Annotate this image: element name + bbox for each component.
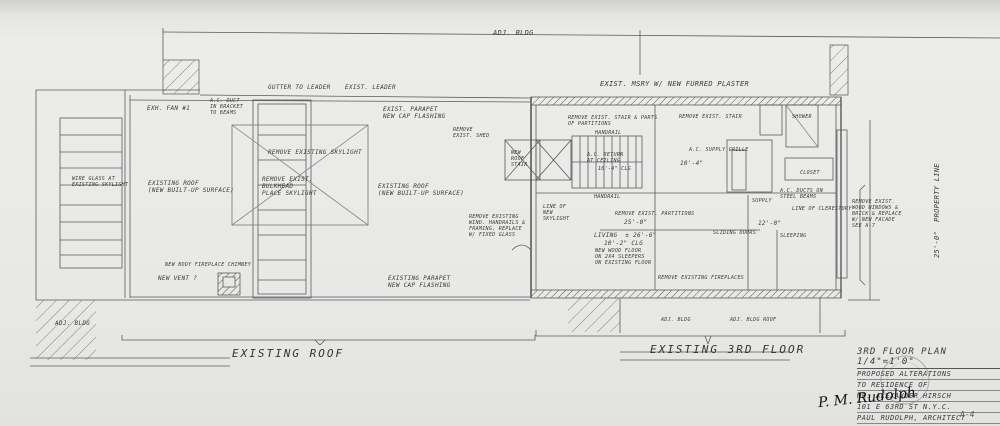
note-gutter-leader: GUTTER TO LEADER xyxy=(268,84,331,91)
note-ac-duct: A.C. DUCT IN BRACKET TO BEAMS xyxy=(210,98,244,116)
note-ac-supply-grille: A.C. SUPPLY GRILLE xyxy=(689,147,749,153)
note-line-of-clerestory: LINE OF CLERESTORY xyxy=(792,206,852,212)
note-shower: SHOWER xyxy=(792,114,812,120)
note-remove-exist-partitions: REMOVE EXIST. PARTITIONS xyxy=(615,211,695,217)
note-remove-fireplaces: REMOVE EXISTING FIREPLACES xyxy=(658,275,745,281)
note-closet: CLOSET xyxy=(800,170,820,176)
title-line-5: PAUL RUDOLPH, ARCHITECT xyxy=(857,413,1000,424)
note-remove-skylight: REMOVE EXISTING SKYLIGHT xyxy=(268,149,362,156)
note-remove-exist-shed: REMOVE EXIST. SHED xyxy=(453,127,490,139)
label-existing-roof: EXISTING ROOF xyxy=(232,347,345,360)
note-remove-exist-windows-right: REMOVE EXIST. WOOD WINDOWS & BRICK & REP… xyxy=(852,199,902,229)
note-adj-bldg-bottom: ADJ. BLDG xyxy=(661,317,691,323)
label-existing-3rd-floor: EXISTING 3RD FLOOR xyxy=(650,343,806,356)
note-exh-fan: EXH. FAN #1 xyxy=(147,105,191,112)
title-line-4: 101 E 63RD ST N.Y.C. xyxy=(857,402,1000,413)
note-handrail-bottom: HANDRAIL xyxy=(594,194,621,200)
note-property-line: 25'-0" PROPERTY LINE xyxy=(933,163,941,258)
note-sleeping: SLEEPING xyxy=(780,233,807,239)
note-wire-glass: WIRE GLASS AT EXISTING SKYLIGHT xyxy=(72,176,129,188)
note-living: LIVING ± 26'-6" xyxy=(594,232,657,239)
note-exist-parapet-top: EXIST. PARAPET NEW CAP FLASHING xyxy=(383,106,446,120)
sheet-number: A-4 xyxy=(960,410,975,419)
note-remove-exist-stair-2: REMOVE EXIST. STAIR xyxy=(679,114,742,120)
title-line-1: PROPOSED ALTERATIONS xyxy=(857,369,1000,380)
title-line-3: MR. ALEXANDER HIRSCH xyxy=(857,391,1000,402)
note-exist-leader: EXIST. LEADER xyxy=(345,84,396,91)
note-dim-10-4: 10'-4" xyxy=(680,160,704,167)
note-adj-bldg-bottom-left: ADJ. BLDG xyxy=(55,320,91,327)
note-sliding-doors: SLIDING DOORS xyxy=(713,230,757,236)
note-new-vent: NEW VENT ? xyxy=(158,275,198,282)
note-existing-parapet-bottom: EXISTING PARAPET NEW CAP FLASHING xyxy=(388,275,451,289)
adj-bldg-top-label: ADJ. BLDG xyxy=(493,29,534,37)
note-adj-bldg-roof: ADJ. BLDG ROOF xyxy=(730,317,777,323)
note-new-fireplace-chimney: NEW BODY FIREPLACE CHIMNEY xyxy=(165,262,252,268)
note-new-wood-floor: NEW WOOD FLOOR ON 2X4 SLEEPERS ON EXISTI… xyxy=(595,248,652,266)
note-existing-roof-mid: EXISTING ROOF (NEW BUILT-UP SURFACE) xyxy=(378,183,465,197)
note-supply: SUPPLY xyxy=(752,198,772,204)
note-handrail-top: HANDRAIL xyxy=(595,130,622,136)
note-dim-25-0: 25'-0" xyxy=(624,219,648,226)
title-line-2: TO RESIDENCE OF xyxy=(857,380,1000,391)
note-ceiling-height: 10'-4" CLG xyxy=(598,166,632,172)
note-remove-windows: REMOVE EXISTING WIND. HANDRAILS & FRAMIN… xyxy=(469,214,526,238)
note-dim-12-0: 12'-0" xyxy=(758,220,782,227)
note-existing-roof-left: EXISTING ROOF (NEW BUILT-UP SURFACE) xyxy=(148,180,235,194)
note-new-roof-stair: NEW ROOF STAIR xyxy=(511,150,528,168)
note-remove-stair-partitions: REMOVE EXIST. STAIR & PARTS OF PARTITION… xyxy=(568,115,658,127)
drawing-title: 3RD FLOOR PLAN 1/4"=1'0" xyxy=(857,347,1000,369)
note-ac-ducts: A.C. DUCTS ON STEEL BEAMS xyxy=(780,188,824,200)
note-remove-bulkhead: REMOVE EXIST. BULKHEAD PLACE SKYLIGHT xyxy=(262,176,317,197)
note-ac-return: A.C. RETURN AT CEILING xyxy=(587,152,624,164)
title-block: 3RD FLOOR PLAN 1/4"=1'0" PROPOSED ALTERA… xyxy=(857,347,1000,424)
note-exist-masonry: EXIST. MSRY W/ NEW FURRED PLASTER xyxy=(600,80,749,88)
note-line-of-new-skylight: LINE OF NEW SKYLIGHT xyxy=(543,204,570,222)
note-living-clg: 10'-2" CLG xyxy=(604,240,644,247)
